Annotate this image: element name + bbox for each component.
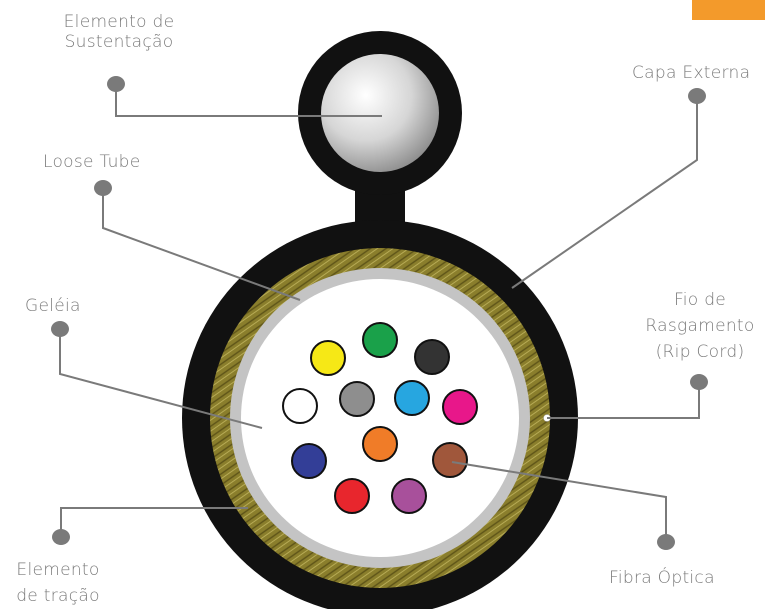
leader-elemento-tracao [60,507,248,537]
cable-body [182,220,578,609]
label-line: Elemento [16,560,100,580]
fiber-laranja [362,426,398,462]
label-line: Rasgamento [645,316,755,336]
fiber-cinza [339,381,375,417]
fiber-verde [362,322,398,358]
leader-fibra-optica [451,461,667,542]
gel-filling [241,279,519,557]
leader-geleia [59,329,263,429]
fiber-branca [282,388,318,424]
label-elemento-tracao: Elemento de tração [4,560,112,606]
leader-lines [59,84,700,542]
label-line: de tração [16,586,100,606]
label-line: (Rip Cord) [655,342,745,362]
fiber-azul-clara [394,380,430,416]
optical-fibers [282,322,478,514]
dot-fio-rasgamento [690,374,708,390]
label-line: Elemento de [63,12,175,32]
fiber-vermelha [334,478,370,514]
dot-fibra-optica [657,534,675,550]
fiber-violeta [391,478,427,514]
label-geleia: Geléia [25,296,81,316]
leader-elemento-sustentacao [115,84,382,117]
messenger-assembly [298,31,462,255]
label-line: Sustentação [64,32,174,52]
leader-capa-externa [511,96,698,289]
messenger-steel-core [321,54,439,172]
label-loose-tube: Loose Tube [43,152,141,172]
fiber-amarela [310,340,346,376]
label-fibra-optica: Fibra Óptica [609,568,715,588]
fiber-rosa [442,389,478,425]
dot-elemento-tracao [52,529,70,545]
fiber-preta [414,339,450,375]
label-elemento-sustentacao: Elemento de Sustentação [44,12,194,52]
label-capa-externa: Capa Externa [632,63,751,83]
dot-capa-externa [688,88,706,104]
fiber-marrom [432,442,468,478]
leader-loose-tube [102,188,301,301]
corner-accent-tab [692,0,765,20]
dot-geleia [51,321,69,337]
fiber-azul [291,443,327,479]
label-line: Fio de [673,290,727,310]
dot-elemento-sustentacao [107,76,125,92]
leader-dots [51,76,708,550]
leader-fio-rasgamento [547,382,700,419]
dot-loose-tube [94,180,112,196]
label-fio-rasgamento: Fio de Rasgamento (Rip Cord) [635,290,765,362]
